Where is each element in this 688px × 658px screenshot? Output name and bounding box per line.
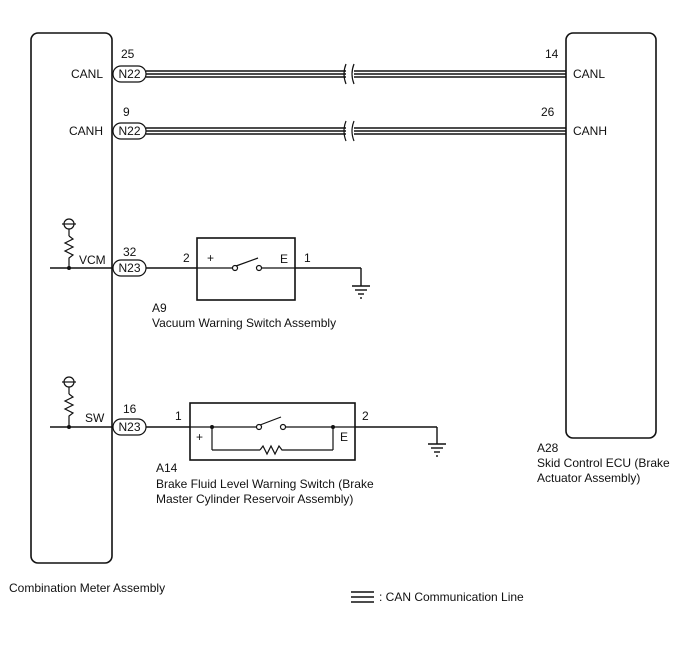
canh-right-label: CANH — [573, 124, 607, 138]
canl-break-mark — [343, 63, 355, 85]
vacuum-switch-pin-in: 2 — [183, 251, 190, 265]
canl-left-pin: 25 — [121, 47, 135, 61]
canh-right-pin: 26 — [541, 105, 555, 119]
legend: : CAN Communication Line — [351, 590, 524, 604]
vcm-resistor-icon — [63, 235, 75, 268]
vacuum-switch-e: E — [280, 252, 288, 266]
ecu-name-line2: Actuator Assembly) — [537, 471, 640, 485]
vcm-circuit: VCM 32 N23 2 + E 1 A9 Vacuum Warning Swi… — [50, 218, 370, 330]
canl-left-label: CANL — [71, 67, 103, 81]
brake-switch-code: A14 — [156, 461, 178, 475]
canh-break-mark — [343, 120, 355, 142]
connector-n22-canl-label: N22 — [118, 67, 140, 81]
combination-meter-box — [30, 32, 113, 564]
vacuum-switch-name: Vacuum Warning Switch Assembly — [152, 316, 336, 330]
brake-switch-name-line1: Brake Fluid Level Warning Switch (Brake — [156, 477, 374, 491]
can-line-legend-label: : CAN Communication Line — [379, 590, 524, 604]
canl-right-pin: 14 — [545, 47, 559, 61]
sw-label: SW — [85, 411, 105, 425]
canl-line: CANL 25 N22 14 CANL — [71, 47, 605, 85]
canh-left-pin: 9 — [123, 105, 130, 119]
skid-control-ecu-box — [565, 32, 657, 439]
ground-icon — [352, 285, 370, 299]
ecu-name-line1: Skid Control ECU (Brake — [537, 456, 670, 470]
connector-n22-canh-label: N22 — [118, 124, 140, 138]
brake-fluid-switch-box — [189, 402, 356, 461]
combination-meter-label: Combination Meter Assembly — [9, 581, 165, 595]
vacuum-switch-contact-icon — [235, 257, 259, 267]
sw-pin: 16 — [123, 402, 137, 416]
vcm-pin: 32 — [123, 245, 137, 259]
connector-n23-vcm-label: N23 — [118, 261, 140, 275]
vacuum-switch-pin-out: 1 — [304, 251, 311, 265]
vacuum-switch-box — [196, 237, 296, 301]
brake-switch-name-line2: Master Cylinder Reservoir Assembly) — [156, 492, 353, 506]
brake-switch-resistor-icon — [259, 444, 333, 456]
brake-switch-plus: + — [196, 430, 203, 444]
vcm-label: VCM — [79, 253, 106, 267]
canh-line: CANH 9 N22 26 CANH — [69, 105, 607, 142]
canl-right-label: CANL — [573, 67, 605, 81]
ground-icon — [428, 443, 446, 457]
brake-switch-e: E — [340, 430, 348, 444]
connector-n23-sw-label: N23 — [118, 420, 140, 434]
vacuum-switch-code: A9 — [152, 301, 167, 315]
canh-left-label: CANH — [69, 124, 103, 138]
vacuum-switch-plus: + — [207, 251, 214, 265]
ecu-code: A28 — [537, 441, 559, 455]
brake-switch-pin-out: 2 — [362, 409, 369, 423]
brake-switch-pin-in: 1 — [175, 409, 182, 423]
sw-circuit: SW 16 N23 1 + E 2 A14 Brake Fluid Lev — [50, 376, 446, 506]
sw-resistor-icon — [63, 393, 75, 427]
brake-switch-contact-icon — [259, 416, 282, 426]
